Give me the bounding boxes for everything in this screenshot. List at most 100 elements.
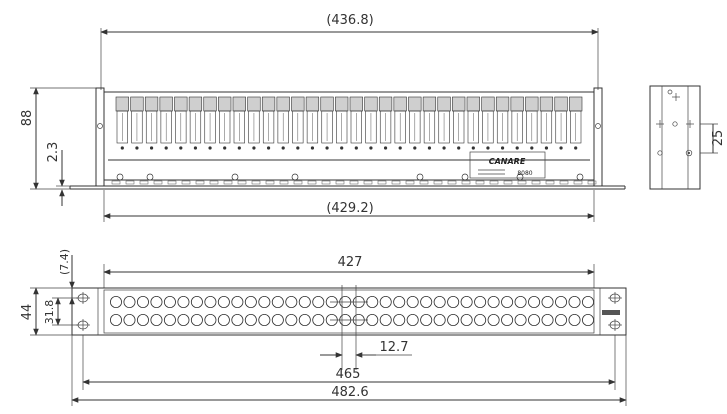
height-44-label: 44	[20, 304, 35, 321]
jack-module	[305, 96, 320, 150]
jack-port	[501, 313, 514, 326]
jack-port	[136, 295, 149, 308]
hole-spacing-label: 25	[711, 130, 726, 147]
jack-port	[163, 313, 176, 326]
jack-port	[244, 295, 257, 308]
jack-port	[244, 313, 257, 326]
jack-port	[298, 313, 311, 326]
overall-width-label: (436.8)	[326, 13, 373, 28]
jack-module	[510, 96, 524, 150]
height-label: 88	[20, 110, 35, 127]
jack-port	[582, 313, 595, 326]
offset-74-label: (7.4)	[58, 249, 71, 275]
jack-module	[554, 96, 568, 150]
jack-module	[203, 96, 217, 150]
jack-port	[231, 313, 244, 326]
side-hole	[667, 89, 673, 95]
jack-port	[204, 295, 217, 308]
screw	[416, 173, 424, 181]
jack-port	[379, 313, 392, 326]
front-view: 427 44 31.8	[20, 249, 627, 406]
width-427-label: 427	[338, 255, 363, 270]
jack-module	[247, 96, 261, 150]
jack-module	[232, 96, 246, 150]
jack-module	[276, 96, 290, 150]
jack-port	[447, 295, 460, 308]
jack-port	[514, 295, 527, 308]
jack-module	[144, 96, 159, 150]
jack-module	[569, 96, 583, 150]
jack-port	[501, 295, 514, 308]
jack-port	[406, 295, 419, 308]
jack-port	[177, 313, 190, 326]
jack-port	[285, 313, 298, 326]
logo-text: CANARE	[489, 157, 526, 166]
jack-module	[261, 96, 276, 150]
jack-module	[174, 96, 188, 150]
jack-module	[291, 96, 305, 150]
jack-port	[541, 313, 554, 326]
jack-module	[320, 96, 334, 150]
jack-port	[555, 295, 568, 308]
jack-module	[115, 96, 129, 150]
jack-port	[366, 313, 379, 326]
jack-port	[271, 295, 284, 308]
rail-screws	[111, 173, 597, 185]
overall-width-482-label: 482.6	[331, 385, 368, 400]
width-465-label: 465	[336, 367, 361, 382]
jack-module	[159, 96, 173, 150]
pitch-label: 12.7	[380, 340, 409, 355]
front-badge	[602, 310, 620, 315]
jack-module	[466, 96, 480, 150]
jack-field	[103, 289, 595, 334]
left-rack-ear	[95, 87, 105, 187]
jack-port	[393, 313, 406, 326]
jack-port	[582, 295, 595, 308]
jack-port	[514, 313, 527, 326]
screw	[231, 173, 239, 181]
jack-port	[460, 295, 473, 308]
inner-width-label: (429.2)	[326, 201, 373, 216]
jack-port	[123, 313, 136, 326]
jack-port	[420, 295, 433, 308]
jack-port	[393, 295, 406, 308]
jack-grid	[110, 295, 595, 326]
jack-port	[285, 295, 298, 308]
nameplate	[469, 151, 546, 179]
jack-port	[366, 295, 379, 308]
jack-port	[190, 295, 203, 308]
jack-module	[393, 96, 407, 150]
jack-port	[487, 295, 500, 308]
jack-port	[433, 295, 446, 308]
jack-port	[447, 313, 460, 326]
jack-port	[123, 295, 136, 308]
jack-module	[422, 96, 437, 150]
jack-port	[460, 313, 473, 326]
jack-module	[525, 96, 539, 150]
jack-module	[364, 96, 378, 150]
jack-port	[231, 295, 244, 308]
jack-module	[218, 96, 232, 150]
jack-port	[312, 295, 325, 308]
screw	[461, 173, 469, 181]
jack-port	[379, 295, 392, 308]
jack-module	[349, 96, 363, 150]
jack-port	[190, 313, 203, 326]
jack-module	[335, 96, 349, 150]
flange-label: 2.3	[46, 142, 61, 163]
jack-port	[487, 313, 500, 326]
jack-port	[110, 313, 123, 326]
jack-port	[406, 313, 419, 326]
jack-port	[568, 313, 581, 326]
jack-port	[433, 313, 446, 326]
jack-port	[528, 313, 541, 326]
jack-port	[528, 295, 541, 308]
jack-module	[452, 96, 466, 150]
jack-port	[474, 295, 487, 308]
jack-port	[312, 313, 325, 326]
jack-port	[217, 313, 230, 326]
jack-module	[495, 96, 510, 150]
screw	[516, 173, 524, 181]
jack-port	[474, 313, 487, 326]
